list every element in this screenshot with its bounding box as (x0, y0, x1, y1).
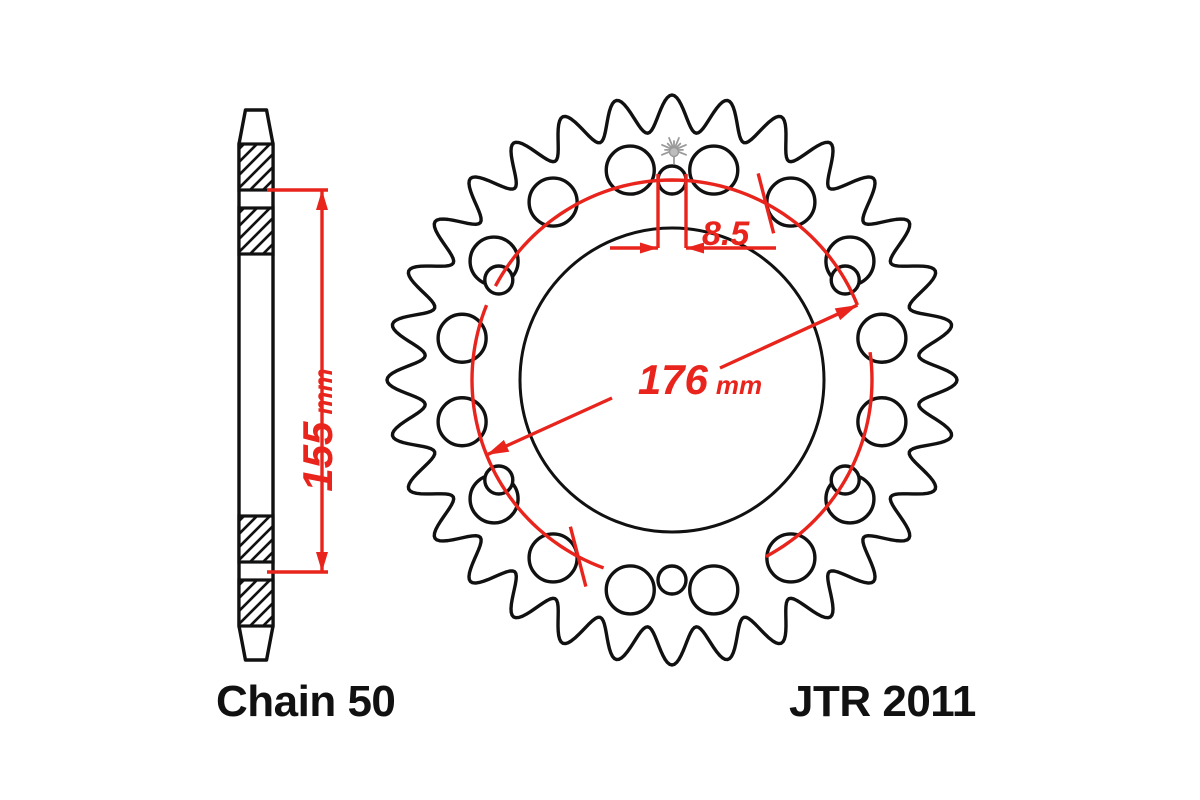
sprocket-tooth-profile (385, 93, 959, 667)
thickness-arrow-top (316, 190, 328, 210)
bolt-hole-arrow-right (686, 242, 704, 254)
bolt-circle-dim-line-right (719, 303, 859, 370)
bolt-circle-arrow-right (834, 305, 858, 321)
lightening-hole (604, 144, 656, 196)
bolt-hole-arrow-left (640, 242, 658, 254)
bolt-circle-reference (470, 173, 874, 587)
sprocket-front-view (385, 93, 959, 667)
bolt-circle-arc (765, 351, 874, 559)
part-number-label: JTR 2011 (789, 677, 976, 726)
inner-bore-circle (518, 226, 826, 534)
lightening-hole (604, 564, 656, 616)
side-view-hatching (239, 144, 273, 190)
side-profile-view (237, 108, 275, 662)
bolt-hole-dimension: 8.5 (610, 174, 776, 254)
thickness-dimension: 155mm (267, 188, 341, 574)
starburst-hub (668, 146, 680, 158)
side-view-hatching (239, 516, 273, 562)
chain-size-label: Chain 50 (216, 677, 395, 726)
bolt-circle-dim-line-left (485, 396, 613, 457)
bolt-circle-arc (493, 178, 860, 306)
bolt-hole (656, 564, 688, 596)
lightening-hole (688, 144, 740, 196)
starburst-marker-icon (661, 137, 687, 165)
side-view-hatching (239, 208, 273, 254)
thickness-arrow-bottom (316, 552, 328, 572)
thickness-dimension-value: 155mm (294, 368, 341, 491)
lightening-hole (436, 312, 488, 364)
lightening-hole (856, 312, 908, 364)
lightening-hole (688, 564, 740, 616)
bolt-circle-tick (568, 526, 588, 587)
bolt-circle-tick (756, 173, 776, 234)
bolt-hole-dimension-value: 8.5 (702, 215, 750, 253)
bolt-circle-arrow-left (486, 439, 510, 455)
side-view-body-outline (237, 108, 275, 662)
bolt-circle-arc (470, 304, 605, 570)
lightening-hole (856, 396, 908, 448)
lightening-hole (436, 396, 488, 448)
side-view-hatching (239, 580, 273, 626)
